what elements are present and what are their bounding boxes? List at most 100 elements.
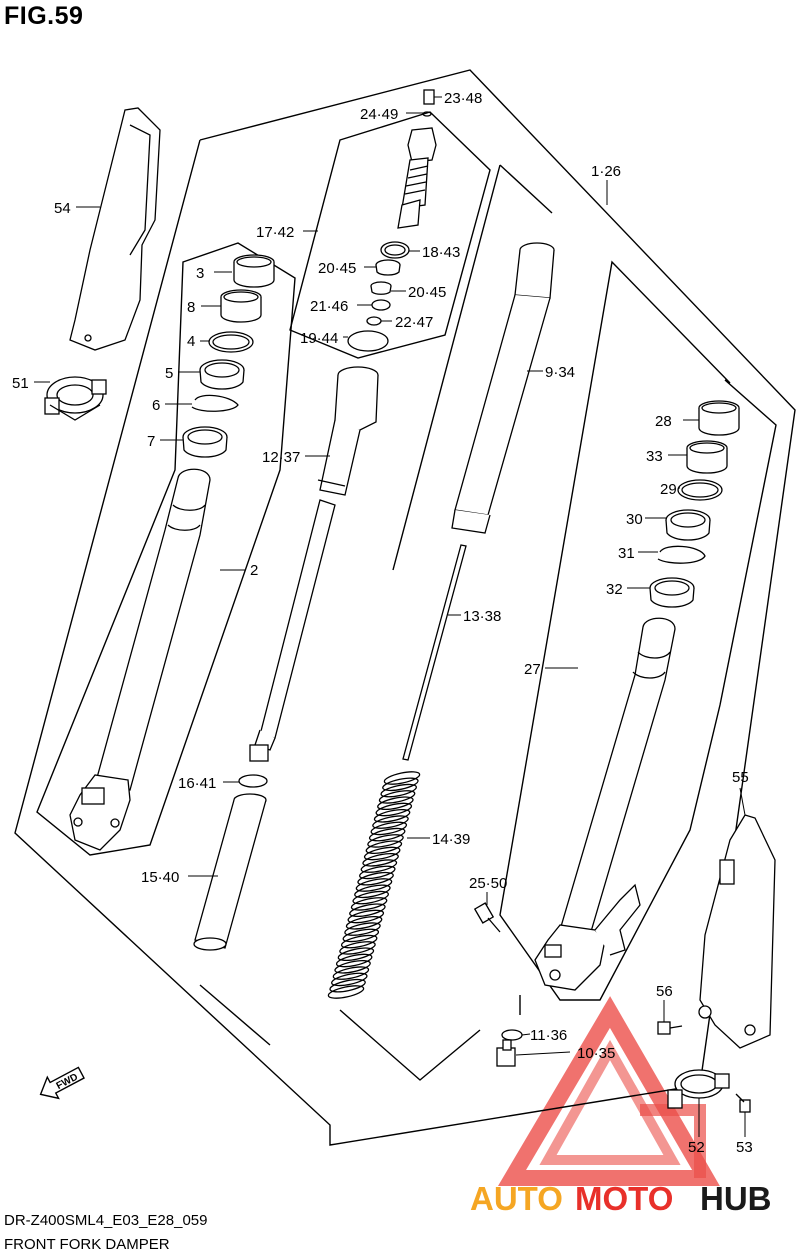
callout-51[interactable]: 51 xyxy=(12,375,29,392)
bolt-53[interactable] xyxy=(735,1093,751,1113)
spring-coil xyxy=(382,777,419,792)
callout-5[interactable]: 5 xyxy=(165,365,173,382)
right-bushing-28[interactable] xyxy=(698,400,740,436)
fwd-arrow-icon: FWD xyxy=(39,1066,85,1100)
spring-coil xyxy=(339,941,376,955)
callout-6[interactable]: 6 xyxy=(152,397,160,414)
callout-12-37[interactable]: 12·37 xyxy=(262,449,300,466)
callout-3[interactable]: 3 xyxy=(196,265,204,282)
callout-17-42[interactable]: 17·42 xyxy=(256,224,294,241)
inner-tube-center[interactable] xyxy=(451,242,555,534)
spring-coil xyxy=(355,878,393,892)
gasket-11[interactable] xyxy=(501,1029,523,1041)
right-dust-seal-32[interactable] xyxy=(649,577,695,608)
callout-labels: 1·26 2 3 4 5 6 7 8 9·34 10·35 11·36 12·3… xyxy=(12,90,753,1156)
damper-lower-piece[interactable] xyxy=(193,793,267,951)
o-ring-18[interactable] xyxy=(380,241,410,259)
callout-54[interactable]: 54 xyxy=(54,200,71,217)
fork-guard-upper[interactable] xyxy=(69,107,161,351)
damper-rod-long[interactable] xyxy=(402,544,467,761)
right-oil-seal-30[interactable] xyxy=(665,509,711,541)
o-ring-19[interactable] xyxy=(347,330,389,352)
spring-coil xyxy=(342,928,380,943)
callout-11-36[interactable]: 11·36 xyxy=(530,1027,567,1044)
left-dust-seal-7[interactable] xyxy=(182,426,228,458)
spring-coil xyxy=(357,871,394,886)
callout-55[interactable]: 55 xyxy=(732,769,749,786)
callout-15-40[interactable]: 15·40 xyxy=(141,869,179,886)
spring-coil xyxy=(337,947,375,962)
callout-14-39[interactable]: 14·39 xyxy=(432,831,470,848)
callout-30[interactable]: 30 xyxy=(626,511,643,528)
callout-9-34[interactable]: 9·34 xyxy=(545,364,575,381)
spring-coil xyxy=(363,846,401,861)
left-bushing-3[interactable] xyxy=(233,254,275,288)
left-bushing-8[interactable] xyxy=(220,289,262,323)
callout-56[interactable]: 56 xyxy=(656,983,673,1000)
drain-bolt-10[interactable] xyxy=(496,1039,516,1067)
spring-coil xyxy=(327,985,365,999)
callout-16-41[interactable]: 16·41 xyxy=(178,775,216,792)
bolt-23[interactable] xyxy=(423,89,435,105)
callout-2[interactable]: 2 xyxy=(250,562,258,579)
callout-53[interactable]: 53 xyxy=(736,1139,753,1156)
right-stopper-ring-31[interactable] xyxy=(657,545,706,564)
centre-column-line xyxy=(392,164,501,571)
spring-coil xyxy=(350,897,388,911)
right-outer-tube[interactable] xyxy=(534,617,676,991)
callout-31[interactable]: 31 xyxy=(618,545,635,562)
callout-28[interactable]: 28 xyxy=(655,413,672,430)
screw-56[interactable] xyxy=(657,1021,683,1035)
guard-clamp-right[interactable] xyxy=(667,1069,730,1109)
right-bushing-33[interactable] xyxy=(686,440,728,474)
bolt-25[interactable] xyxy=(473,902,501,933)
callout-24-49[interactable]: 24·49 xyxy=(360,106,398,123)
callout-25-50[interactable]: 25·50 xyxy=(469,875,507,892)
figure-name: FRONT FORK DAMPER xyxy=(4,1236,170,1253)
washer-24[interactable] xyxy=(422,111,432,117)
callout-13-38[interactable]: 13·38 xyxy=(463,608,501,625)
washer-21[interactable] xyxy=(371,299,391,311)
fork-guard-right[interactable] xyxy=(698,814,776,1049)
callout-1-26[interactable]: 1·26 xyxy=(591,163,621,180)
callout-23-48[interactable]: 23·48 xyxy=(444,90,482,107)
callout-20-45b[interactable]: 20·45 xyxy=(408,284,446,301)
callout-4[interactable]: 4 xyxy=(187,333,195,350)
spring-coil xyxy=(383,771,421,785)
damper-cylinder[interactable] xyxy=(249,366,379,762)
centre-column-line xyxy=(339,1009,481,1081)
left-oil-seal-5[interactable] xyxy=(199,359,245,390)
callout-20-45a[interactable]: 20·45 xyxy=(318,260,356,277)
right-washer-29[interactable] xyxy=(677,479,723,501)
callout-19-44[interactable]: 19·44 xyxy=(300,330,338,347)
callout-21-46[interactable]: 21·46 xyxy=(310,298,348,315)
left-outer-tube[interactable] xyxy=(69,468,211,851)
spring-coil xyxy=(359,865,396,880)
valve-20b[interactable] xyxy=(370,281,392,295)
callout-33[interactable]: 33 xyxy=(646,448,663,465)
fwd-label: FWD xyxy=(55,1072,80,1092)
damper-rod-assembly[interactable] xyxy=(397,127,437,229)
spring-coil xyxy=(347,909,385,924)
callout-18-43[interactable]: 18·43 xyxy=(422,244,460,261)
callout-29[interactable]: 29 xyxy=(660,481,677,498)
spring-coil xyxy=(354,884,391,899)
watermark-brand-auto: AUTO xyxy=(470,1180,563,1217)
callout-7[interactable]: 7 xyxy=(147,433,155,450)
o-ring-16[interactable] xyxy=(238,774,268,788)
spring-coil xyxy=(334,959,371,974)
callout-27[interactable]: 27 xyxy=(524,661,541,678)
spring-coil xyxy=(365,840,403,855)
left-stopper-ring-6[interactable] xyxy=(191,394,239,412)
fork-spring[interactable] xyxy=(327,769,421,1000)
spring-coil xyxy=(380,783,417,798)
callout-10-35[interactable]: 10·35 xyxy=(577,1045,615,1062)
callout-8[interactable]: 8 xyxy=(187,299,195,316)
washer-22[interactable] xyxy=(366,316,382,326)
callout-52[interactable]: 52 xyxy=(688,1139,705,1156)
callout-22-47[interactable]: 22·47 xyxy=(395,314,433,331)
guard-clamp-left[interactable] xyxy=(44,376,107,421)
valve-20a[interactable] xyxy=(375,259,401,276)
callout-32[interactable]: 32 xyxy=(606,581,623,598)
left-washer-4[interactable] xyxy=(208,331,254,353)
